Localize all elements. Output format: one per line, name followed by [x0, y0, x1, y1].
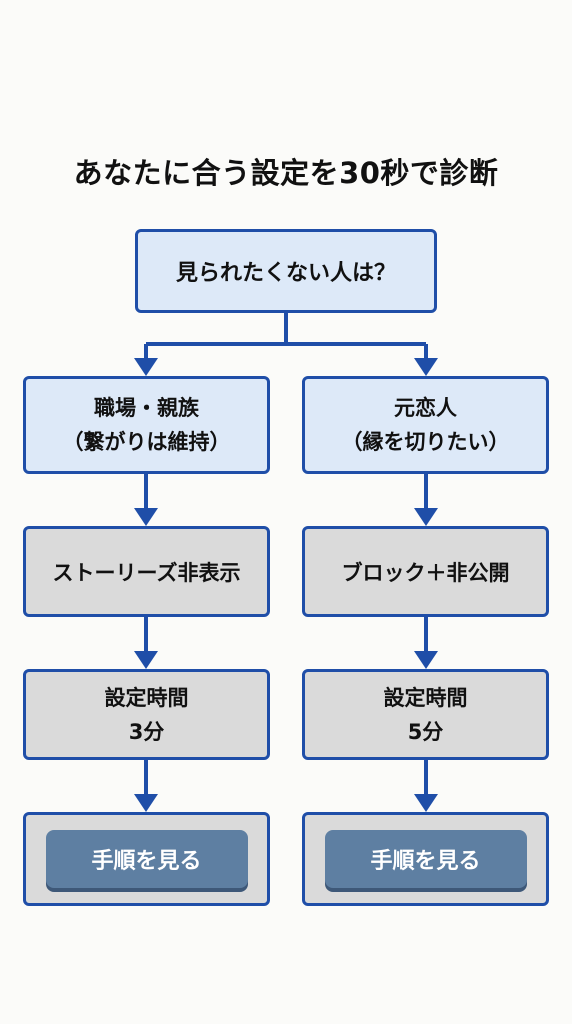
- audience-right-line1: 元恋人: [394, 396, 457, 420]
- arrowhead-right-4: [414, 794, 438, 812]
- time-node-right: 設定時間 5分: [302, 669, 549, 760]
- action-node-left: 手順を見る: [23, 812, 270, 906]
- question-text: 見られたくない人は？: [175, 261, 396, 286]
- arrowhead-left-2: [134, 508, 158, 526]
- arrowhead-right-3: [414, 651, 438, 669]
- arrowhead-right-2: [414, 508, 438, 526]
- time-right-label: 設定時間: [383, 685, 468, 710]
- setting-node-left: ストーリーズ非表示: [23, 526, 270, 617]
- arrowhead-left-3: [134, 651, 158, 669]
- setting-left-text: ストーリーズ非表示: [52, 560, 241, 585]
- arrowhead-left-1: [134, 358, 158, 376]
- audience-left-line1: 職場・親族: [94, 396, 199, 420]
- time-right-value: 5分: [407, 719, 444, 744]
- audience-left-line2: （繋がりは維持）: [62, 430, 231, 454]
- time-node-left: 設定時間 3分: [23, 669, 270, 760]
- question-node: 見られたくない人は？: [135, 229, 437, 313]
- audience-node-right: 元恋人 （縁を切りたい）: [302, 376, 549, 474]
- time-left-label: 設定時間: [104, 685, 189, 710]
- action-node-right: 手順を見る: [302, 812, 549, 906]
- setting-right-text: ブロック＋非公開: [341, 560, 510, 585]
- page-title: あなたに合う設定を30秒で診断: [73, 156, 499, 190]
- arrowhead-left-4: [134, 794, 158, 812]
- arrowhead-right-1: [414, 358, 438, 376]
- time-left-value: 3分: [128, 719, 165, 744]
- setting-node-right: ブロック＋非公開: [302, 526, 549, 617]
- view-steps-button-right[interactable]: 手順を見る: [324, 830, 527, 888]
- view-steps-button-left[interactable]: 手順を見る: [45, 830, 248, 888]
- audience-node-left: 職場・親族 （繋がりは維持）: [23, 376, 270, 474]
- audience-right-line2: （縁を切りたい）: [341, 430, 510, 454]
